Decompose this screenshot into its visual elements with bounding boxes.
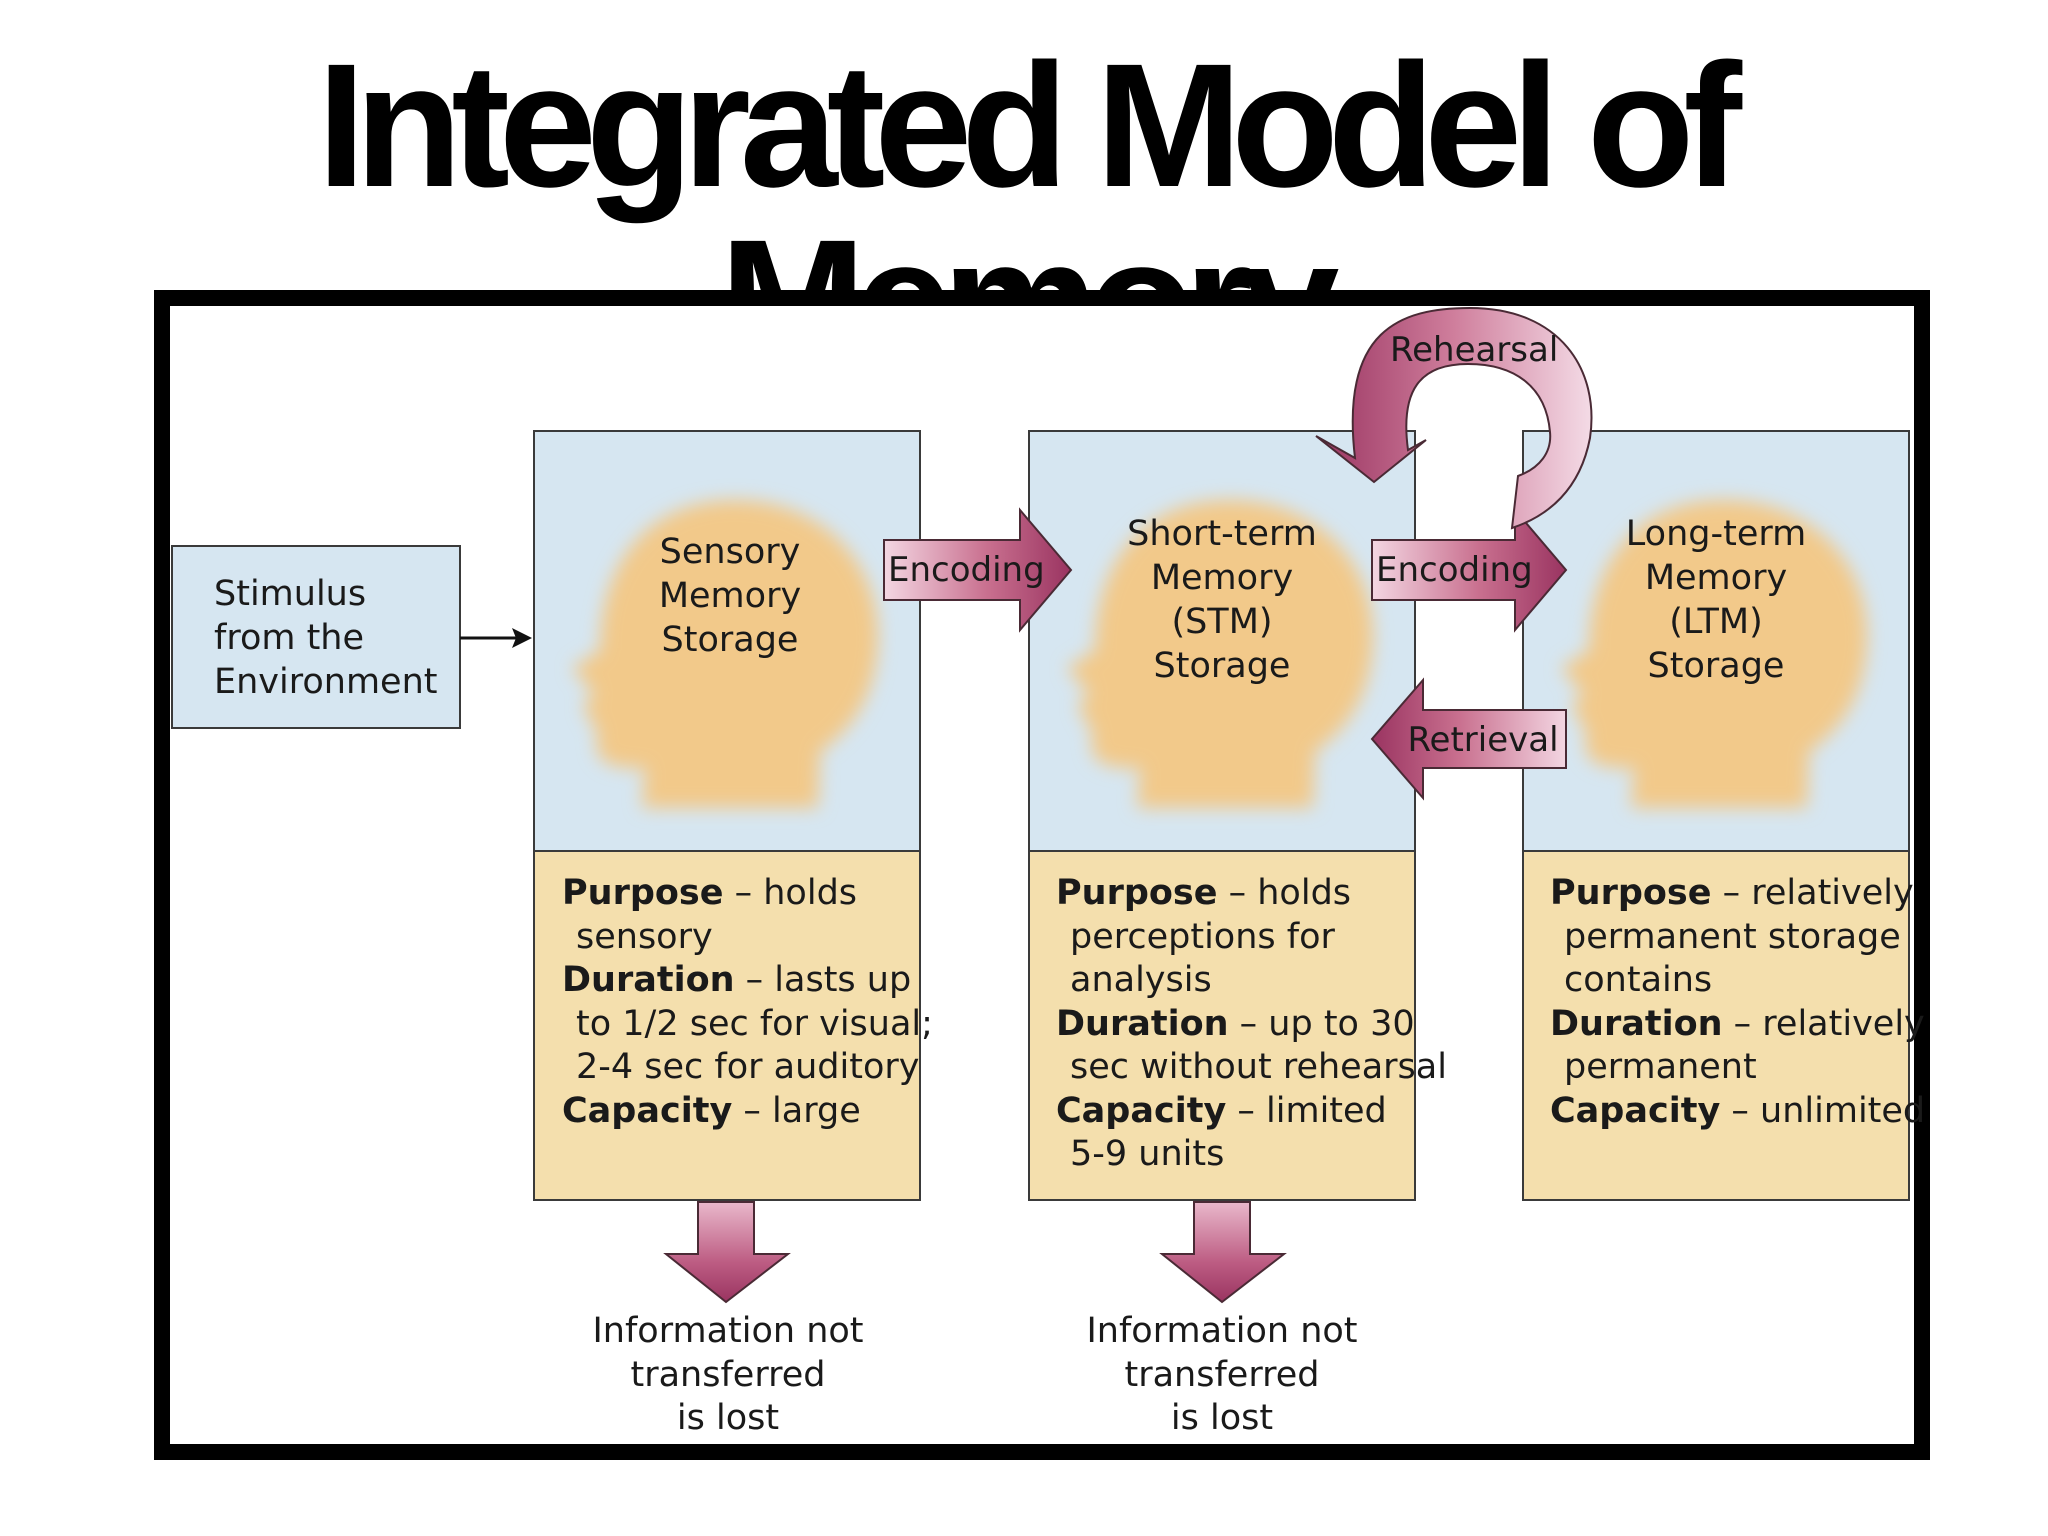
lost-arrow-1 <box>663 1201 791 1304</box>
head-label-line: Sensory <box>659 532 801 572</box>
ltm-info: Purpose – relatively permanent storage c… <box>1550 872 1925 1133</box>
duration-text: 2-4 sec for auditory <box>576 1047 920 1087</box>
head-label-line: (STM) <box>1171 602 1273 642</box>
lost-label-2: Information not transferred is lost <box>1062 1310 1382 1441</box>
lost-arrow-2 <box>1159 1201 1287 1304</box>
duration-text: sec without rehearsal <box>1070 1047 1447 1087</box>
ltm-storage-label: Long-term Memory (LTM) Storage <box>1594 512 1838 688</box>
purpose-row: Purpose – holds <box>1056 872 1447 916</box>
duration-row: Duration – up to 30 <box>1056 1003 1447 1047</box>
duration-text: – up to 30 <box>1228 1003 1415 1044</box>
capacity-label: Capacity <box>1550 1090 1721 1131</box>
purpose-label: Purpose <box>1056 873 1218 913</box>
lost-line: Information not <box>592 1311 864 1351</box>
head-label-line: Short-term <box>1127 514 1317 554</box>
stimulus-arrow-head <box>512 628 532 648</box>
purpose-text: contains <box>1564 960 1713 1000</box>
head-label-line: Storage <box>1153 646 1291 686</box>
lost-line: is lost <box>676 1398 780 1438</box>
purpose-row: Purpose – relatively <box>1550 872 1925 916</box>
duration-text: permanent <box>1564 1047 1757 1087</box>
lost-line: transferred <box>1124 1354 1320 1395</box>
purpose-text: – relatively <box>1711 873 1914 913</box>
capacity-label: Capacity <box>562 1090 733 1131</box>
head-silhouette-sensory <box>572 500 879 808</box>
lost-line: Information not <box>1086 1311 1358 1351</box>
duration-text: to 1/2 sec for visual; <box>576 1003 933 1044</box>
purpose-label: Purpose <box>562 873 724 913</box>
head-label-line: Memory <box>1150 558 1294 598</box>
stimulus-line: Environment <box>214 662 438 702</box>
lost-label-1: Information not transferred is lost <box>568 1310 888 1441</box>
head-silhouette-ltm <box>1561 500 1868 808</box>
head-label-line: (LTM) <box>1669 602 1763 642</box>
capacity-label: Capacity <box>1056 1090 1227 1131</box>
encoding-label-2: Encoding <box>1376 550 1533 590</box>
capacity-row: Capacity – limited <box>1056 1090 1447 1134</box>
capacity-text: – limited <box>1226 1090 1387 1131</box>
head-label-line: Storage <box>1647 646 1785 686</box>
stimulus-line: from the <box>214 618 365 658</box>
stm-info: Purpose – holds perceptions for analysis… <box>1056 872 1447 1177</box>
duration-row: Duration – relatively <box>1550 1003 1925 1047</box>
retrieval-label: Retrieval <box>1407 720 1559 760</box>
lost-line: is lost <box>1170 1398 1274 1438</box>
purpose-text: permanent storage <box>1564 916 1901 957</box>
capacity-text: 5-9 units <box>1070 1134 1225 1174</box>
capacity-text: – unlimited <box>1720 1090 1926 1131</box>
duration-text: – relatively <box>1722 1003 1925 1044</box>
capacity-text: – large <box>732 1090 861 1131</box>
stimulus-box <box>171 545 461 729</box>
stm-storage-label: Short-term Memory (STM) Storage <box>1100 512 1344 688</box>
purpose-text: sensory <box>576 916 713 957</box>
duration-label: Duration <box>1056 1003 1229 1044</box>
head-label-line: Storage <box>661 620 799 660</box>
purpose-row: Purpose – holds <box>562 872 933 916</box>
lost-line: transferred <box>630 1354 826 1395</box>
purpose-label: Purpose <box>1550 873 1712 913</box>
head-label-line: Memory <box>1644 558 1788 598</box>
encoding-arrow-2 <box>1371 507 1568 633</box>
duration-label: Duration <box>562 960 735 1000</box>
rehearsal-label: Rehearsal <box>1390 330 1559 370</box>
encoding-arrow-1 <box>883 507 1073 633</box>
capacity-row: Capacity – large <box>562 1090 933 1134</box>
sensory-storage-label: Sensory Memory Storage <box>610 530 850 662</box>
stimulus-label: Stimulus from the Environment <box>214 572 437 704</box>
purpose-text: – holds <box>723 873 858 913</box>
duration-label: Duration <box>1550 1003 1723 1044</box>
duration-text: – lasts up <box>734 960 912 1000</box>
retrieval-arrow <box>1370 677 1567 801</box>
duration-row: Duration – lasts up <box>562 959 933 1003</box>
encoding-label-1: Encoding <box>888 550 1045 590</box>
purpose-text: perceptions for <box>1070 916 1335 957</box>
capacity-row: Capacity – unlimited <box>1550 1090 1925 1134</box>
purpose-text: analysis <box>1070 960 1212 1000</box>
purpose-text: – holds <box>1217 873 1352 913</box>
sensory-info: Purpose – holds sensory Duration – lasts… <box>562 872 933 1133</box>
head-label-line: Memory <box>658 576 802 616</box>
head-label-line: Long-term <box>1625 514 1807 554</box>
rehearsal-arrow <box>1315 306 1593 530</box>
head-silhouette-stm <box>1067 500 1374 808</box>
stimulus-line: Stimulus <box>214 574 367 614</box>
